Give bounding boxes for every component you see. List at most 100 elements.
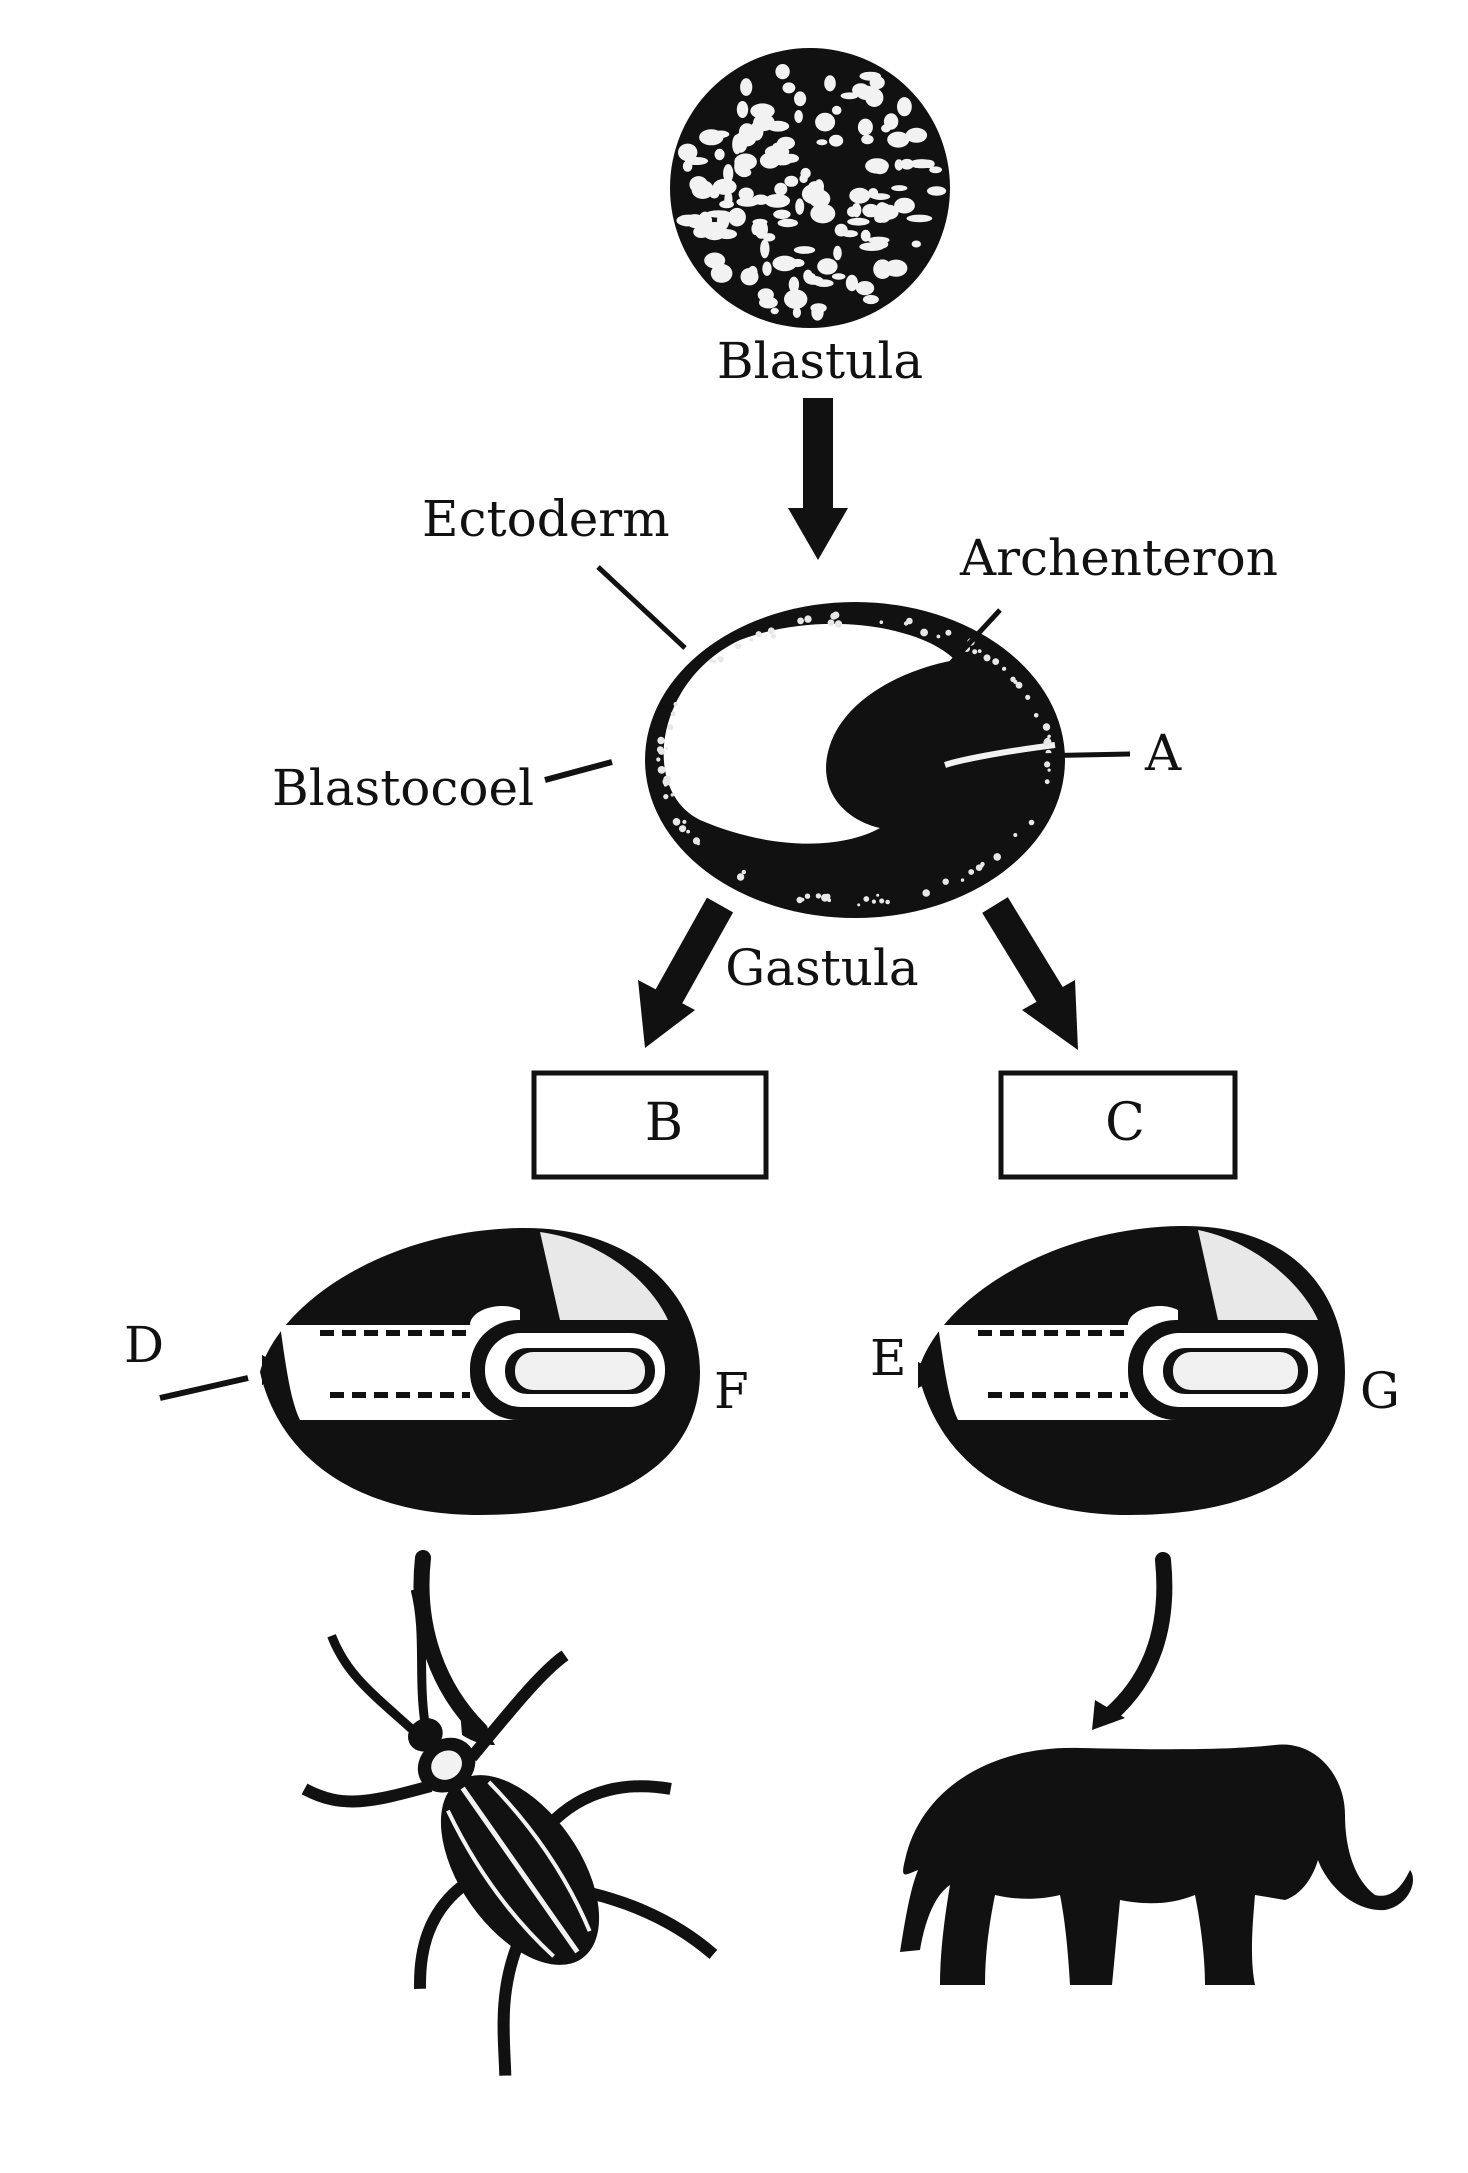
blastula-cell [764, 194, 791, 208]
arrow-down-right-icon [982, 897, 1078, 1050]
left-embryo-illustration [260, 1227, 700, 1515]
blastula-cell [849, 187, 871, 204]
archenteron-leader-line [938, 608, 1002, 677]
gastrula-speckle [1042, 723, 1051, 731]
blastula-cell [857, 118, 873, 136]
blastula-cell [702, 230, 725, 238]
gastrula-speckle [717, 656, 724, 663]
gastrula-speckle [804, 615, 812, 623]
blastula-cell [860, 229, 871, 242]
gastrula-speckle [832, 611, 840, 619]
gastrula-illustration [645, 602, 1065, 918]
blastula-label: Blastula [717, 332, 923, 390]
blastula-cell [891, 185, 908, 192]
gastrula-speckle [980, 861, 985, 867]
blastula-cell [855, 281, 875, 296]
blastula-cell [829, 134, 844, 147]
blastula-cell [714, 148, 725, 161]
blastula-cell [815, 112, 836, 132]
gastrula-speckle [815, 893, 822, 899]
gastrula-speckle [879, 620, 884, 624]
gastrula-speckle [968, 869, 975, 875]
blastula-cell [774, 182, 788, 196]
blastula-cell [814, 279, 834, 288]
blastula-cell [847, 217, 870, 226]
blastula-cell [831, 105, 842, 115]
gastrula-speckle [670, 793, 674, 797]
gastrula-speckle [749, 637, 753, 642]
gastula-label: Gastula [725, 939, 919, 997]
gastrula-speckle [1025, 694, 1031, 700]
blastula-cell [845, 274, 859, 292]
blastula-cell [834, 223, 848, 237]
blastula-cell [817, 206, 827, 213]
blastula-cell [736, 101, 749, 118]
blastocoel-leader-line [544, 759, 613, 783]
blastula-cell [719, 200, 734, 209]
gastrula-speckle [1044, 761, 1051, 768]
blastula-cell [887, 131, 910, 148]
blastula-cell [784, 175, 799, 187]
blastula-cell [792, 307, 802, 318]
gastrula-speckle [983, 654, 991, 662]
blastula-cell [865, 158, 889, 174]
ectoderm-label: Ectoderm [422, 490, 670, 548]
blastula-cell [840, 92, 859, 100]
blastula-cell [772, 255, 797, 272]
gastrula-speckle [1013, 833, 1018, 837]
gastrula-speckle [673, 702, 678, 707]
blastula-cell [762, 233, 776, 242]
box-c [998, 1070, 1238, 1180]
gastrula-speckle [1028, 819, 1035, 826]
gastrula-speckle [885, 899, 890, 905]
gastrula-speckle [657, 766, 666, 774]
gastrula-speckle [1047, 735, 1051, 739]
blastula-cell [734, 153, 757, 171]
ectoderm-leader-line [596, 565, 687, 650]
gastrula-speckle [945, 629, 952, 636]
blastula-cell [723, 164, 734, 183]
blastula-cell [927, 186, 947, 196]
blastula-cell [706, 210, 731, 218]
gastrula-speckle [824, 893, 831, 900]
gastrula-speckle [734, 643, 742, 650]
gastrula-speckle [876, 893, 880, 897]
right-embryo-illustration [918, 1225, 1345, 1515]
gastrula-speckle [1013, 679, 1018, 685]
gastrula-speckle [663, 775, 671, 784]
blastula-cell [764, 145, 790, 159]
blastula-cell [710, 263, 733, 283]
blastula-cell [867, 236, 890, 244]
d-leader-line [159, 1375, 249, 1401]
gastrula-speckle [741, 869, 746, 875]
gastrula-speckle [936, 634, 941, 639]
gastrula-speckle [863, 896, 870, 902]
gastrula-speckle [656, 746, 664, 753]
blastula-cell [754, 219, 768, 239]
label-b: B [645, 1093, 683, 1153]
blastula-cell [811, 304, 824, 321]
blastula-cell [794, 110, 803, 123]
blastula-cell [793, 246, 816, 254]
blastula-cell [868, 188, 879, 199]
box-b [531, 1070, 769, 1180]
gastrula-speckle [672, 818, 681, 826]
blastula-cell [851, 203, 862, 218]
blastula-cell [740, 268, 759, 286]
blastula-cell [911, 240, 921, 248]
label-g: G [1360, 1362, 1400, 1420]
blastula-cell [688, 221, 705, 229]
blastula-cell [905, 127, 928, 143]
blastula-cell [884, 259, 908, 277]
blastula-cell [800, 167, 811, 179]
blastula-cell [794, 91, 807, 107]
blastula-cell [862, 203, 880, 218]
gastrula-speckle [922, 889, 930, 897]
blastula-cell [678, 143, 698, 162]
gastrula-speckle [1002, 667, 1006, 671]
blastula-cell [833, 245, 842, 261]
blastula-cell [744, 124, 768, 132]
blastula-cell [699, 129, 724, 146]
blastula-cell [740, 78, 753, 96]
